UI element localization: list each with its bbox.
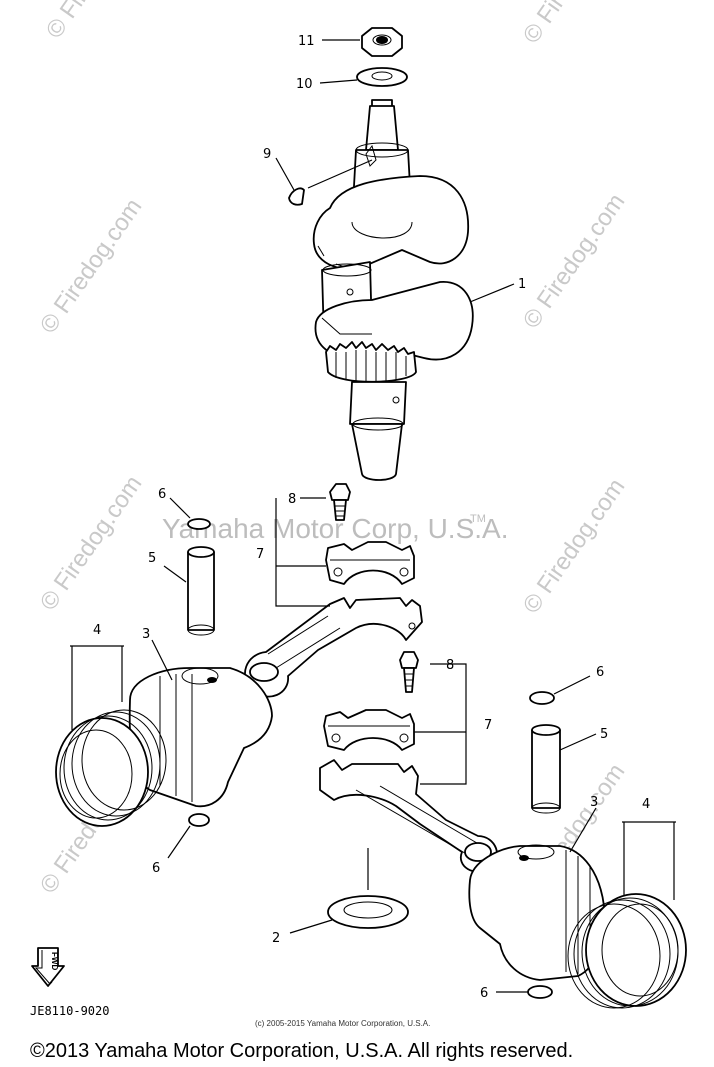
- watermark: © Firedog.com: [518, 474, 631, 619]
- woodruff-key: [288, 187, 305, 206]
- callout-circlip: 6: [596, 665, 604, 680]
- crankshaft: [312, 99, 474, 481]
- circlip: [187, 518, 211, 530]
- callout-rod-assembly: 7: [256, 547, 264, 562]
- callout-piston: 3: [590, 795, 598, 810]
- piston: [468, 844, 606, 981]
- piston-ring-set: [567, 893, 687, 1009]
- callout-crankshaft: 1: [518, 277, 526, 292]
- callout-ring-set: 4: [93, 623, 101, 638]
- callout-rod-assembly: 7: [484, 718, 492, 733]
- piston-ring-set: [55, 709, 167, 827]
- connecting-rod: [244, 597, 423, 698]
- watermark: © Firedog.com: [41, 0, 154, 43]
- forward-arrow-icon: FWD: [31, 947, 65, 987]
- connecting-rod: [319, 759, 498, 873]
- circlip: [527, 985, 553, 999]
- circlip: [188, 813, 210, 827]
- callout-piston-pin: 5: [600, 727, 608, 742]
- washer: [356, 67, 408, 87]
- rod-bolt: [329, 483, 351, 521]
- rod-bolt: [399, 651, 419, 693]
- callout-nut: 11: [298, 34, 315, 49]
- callout-ring-set: 4: [642, 797, 650, 812]
- callout-circlip: 6: [158, 487, 166, 502]
- piston: [128, 667, 273, 808]
- callout-rod-bolt: 8: [288, 492, 296, 507]
- callout-piston-pin: 5: [148, 551, 156, 566]
- callout-rod-bolt: 8: [446, 658, 454, 673]
- piston-pin: [531, 724, 561, 814]
- callout-thrust-washer: 2: [272, 931, 280, 946]
- rod-cap: [323, 709, 415, 751]
- callout-woodruff-key: 9: [263, 147, 271, 162]
- watermark: © Firedog.com: [35, 194, 148, 339]
- small-copyright: (c) 2005-2015 Yamaha Motor Corporation, …: [255, 1019, 430, 1028]
- watermark: © Firedog.com: [518, 189, 631, 334]
- callout-circlip: 6: [480, 986, 488, 1001]
- drawing-code: JE8110-9020: [30, 1004, 109, 1018]
- footer-copyright: ©2013 Yamaha Motor Corporation, U.S.A. A…: [30, 1040, 573, 1062]
- callout-washer: 10: [296, 77, 313, 92]
- callouts: 11 10 9 1 8 7 6 5 4 3 6 8 7 6 5 3 4 2 6: [93, 34, 650, 1001]
- nut: [361, 27, 403, 57]
- watermark: © Firedog.com: [518, 0, 631, 48]
- callout-circlip: 6: [152, 861, 160, 876]
- circlip: [529, 691, 555, 705]
- thrust-washer: [327, 895, 409, 929]
- piston-pin: [187, 546, 215, 636]
- fwd-label: FWD: [50, 952, 59, 970]
- trademark-symbol: TM: [470, 513, 486, 525]
- watermark: © Firedog.com: [35, 471, 148, 616]
- leader-lines: [70, 39, 676, 993]
- rod-cap: [325, 541, 415, 585]
- callout-piston: 3: [142, 627, 150, 642]
